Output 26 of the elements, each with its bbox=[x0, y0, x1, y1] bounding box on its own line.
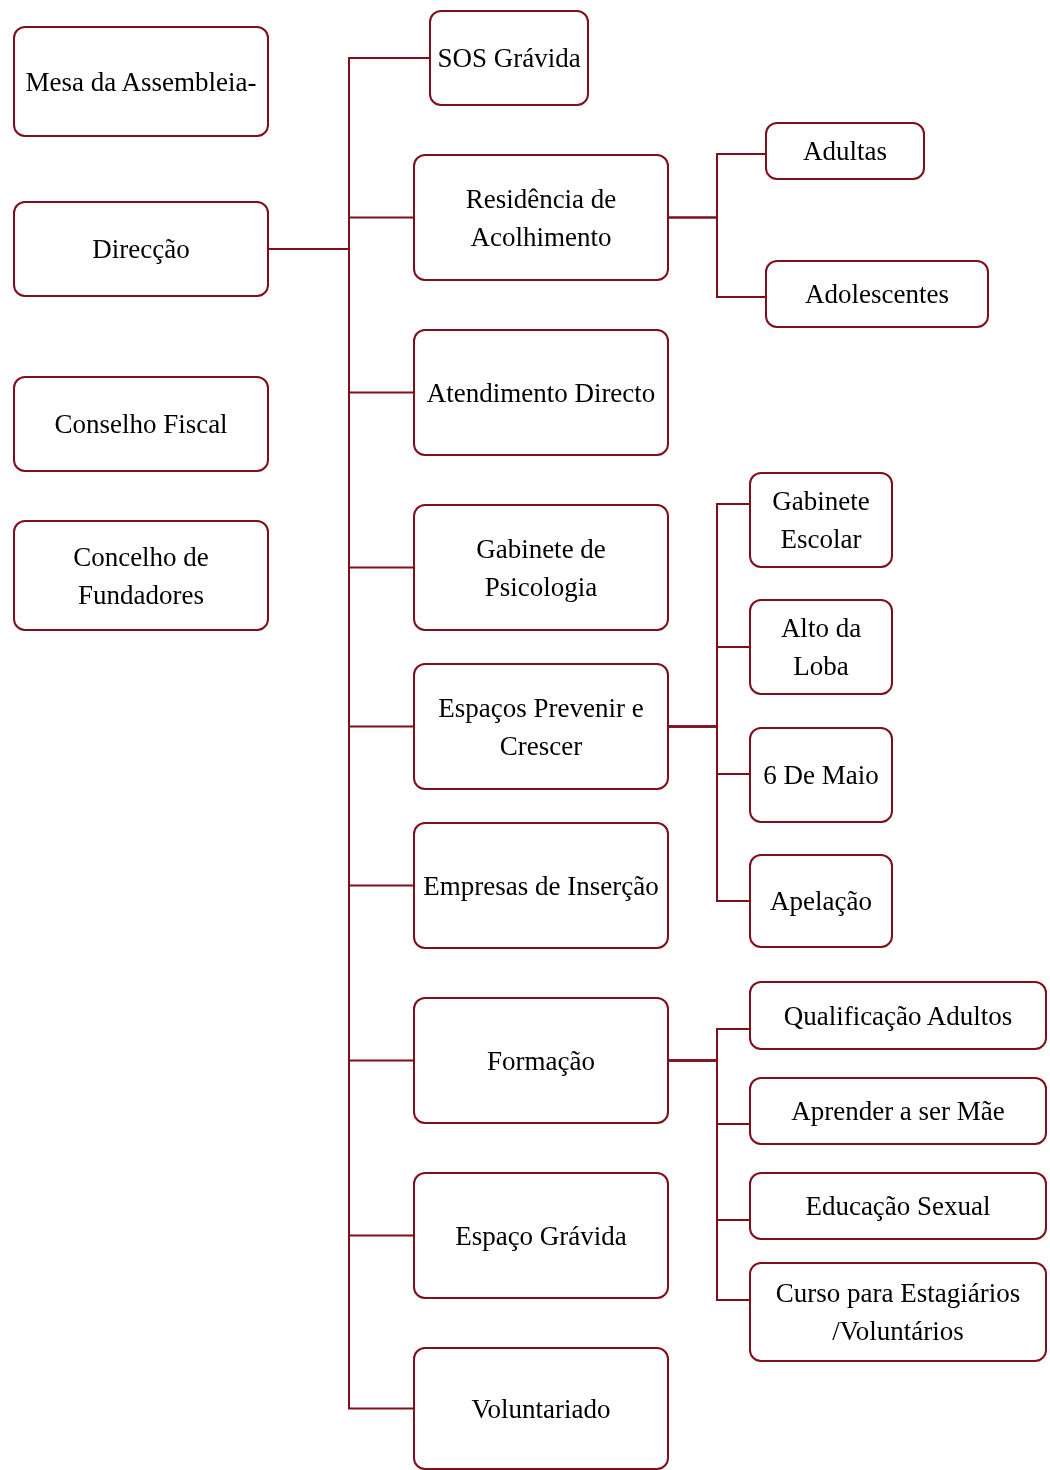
org-box: Apelação bbox=[749, 854, 893, 948]
connector-line bbox=[668, 1059, 750, 1301]
org-box: Empresas de Inserção bbox=[413, 822, 669, 949]
org-box: Mesa da Assembleia- bbox=[13, 26, 269, 137]
org-box: Gabinete Escolar bbox=[749, 472, 893, 568]
org-box: Adultas bbox=[765, 122, 925, 180]
org-box: Concelho de Fundadores bbox=[13, 520, 269, 631]
org-box: Formação bbox=[413, 997, 669, 1124]
org-box: SOS Grávida bbox=[429, 10, 589, 106]
org-box: Adolescentes bbox=[765, 260, 989, 328]
org-box: Direcção bbox=[13, 201, 269, 297]
org-box: Gabinete de Psicologia bbox=[413, 504, 669, 631]
org-box: Residência de Acolhimento bbox=[413, 154, 669, 281]
org-box: Voluntariado bbox=[413, 1347, 669, 1470]
org-box: Espaço Grávida bbox=[413, 1172, 669, 1299]
org-box: Qualificação Adultos bbox=[749, 981, 1047, 1050]
org-box: 6 De Maio bbox=[749, 727, 893, 823]
org-box: Espaços Prevenir e Crescer bbox=[413, 663, 669, 790]
org-box: Aprender a ser Mãe bbox=[749, 1077, 1047, 1145]
org-box: Alto da Loba bbox=[749, 599, 893, 695]
org-box: Educação Sexual bbox=[749, 1172, 1047, 1240]
connector-line bbox=[668, 216, 766, 298]
org-box: Atendimento Directo bbox=[413, 329, 669, 456]
org-box: Curso para Estagiários /Voluntários bbox=[749, 1262, 1047, 1362]
org-box: Conselho Fiscal bbox=[13, 376, 269, 472]
connector-line bbox=[668, 725, 750, 902]
